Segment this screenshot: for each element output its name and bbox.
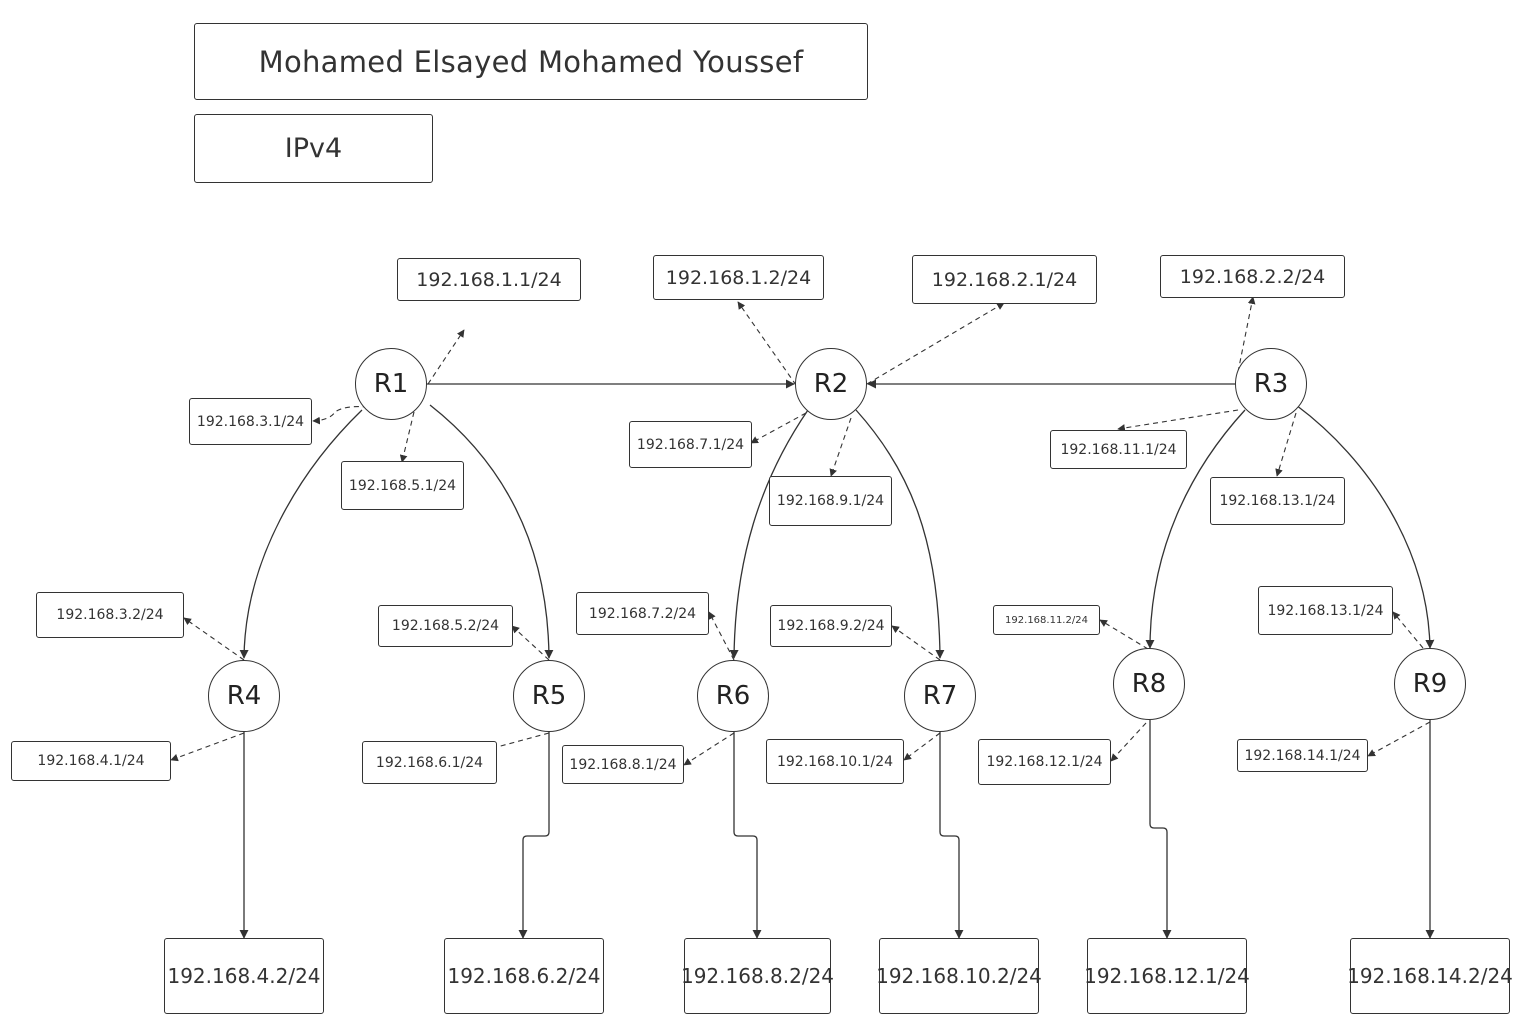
link-r6-lan	[733, 732, 762, 939]
lan-r9: 192.168.14.2/24	[1347, 938, 1513, 1014]
address-r3-to-r8: 192.168.11.1/24	[1050, 430, 1187, 469]
dash-r3-down	[1275, 412, 1297, 477]
link-r2-r7	[855, 409, 945, 659]
router-r7: R7	[904, 660, 976, 732]
address-r3-to-r9: 192.168.13.1/24	[1210, 477, 1345, 525]
dash-r1-top	[427, 329, 465, 385]
router-r8: R8	[1113, 648, 1185, 720]
dash-r7-up	[891, 625, 941, 661]
dash-r8-down	[1110, 722, 1147, 762]
address-r4-up: 192.168.3.2/24	[36, 592, 184, 638]
author-title: Mohamed Elsayed Mohamed Youssef	[194, 23, 868, 100]
router-r5: R5	[513, 660, 585, 732]
lan-r5: 192.168.6.2/24	[444, 938, 604, 1014]
address-r2-to-r6: 192.168.7.1/24	[629, 421, 752, 468]
lan-r6: 192.168.8.2/24	[681, 938, 834, 1014]
lan-r8: 192.168.12.1/24	[1084, 938, 1250, 1014]
router-r1: R1	[355, 348, 427, 420]
dash-r5-down	[496, 732, 550, 748]
dash-r8-up	[1099, 619, 1149, 650]
router-r6: R6	[697, 660, 769, 732]
address-r6-up: 192.168.7.2/24	[576, 592, 709, 635]
dash-r1-down	[399, 411, 415, 463]
dash-r2-down	[829, 417, 852, 477]
lan-r7: 192.168.10.2/24	[876, 938, 1042, 1014]
router-r9: R9	[1394, 648, 1466, 720]
router-r2: R2	[795, 348, 867, 420]
address-r2-to-r7: 192.168.9.1/24	[769, 476, 892, 526]
dash-r4-down	[170, 732, 245, 762]
address-r5-up: 192.168.5.2/24	[378, 605, 513, 647]
address-r8-down: 192.168.12.1/24	[978, 739, 1111, 785]
address-r9-down: 192.168.14.1/24	[1237, 739, 1368, 772]
address-r1-to-r4: 192.168.3.1/24	[189, 398, 312, 445]
dash-r3-left	[1117, 409, 1239, 432]
dash-r5-up	[511, 625, 550, 661]
dash-r9-up	[1392, 611, 1424, 649]
dash-r4-up	[183, 617, 245, 661]
dash-r2-righttop	[866, 302, 1005, 385]
dash-r7-down	[903, 732, 941, 761]
dash-r6-up	[708, 611, 735, 661]
link-r3-r8	[1145, 409, 1246, 649]
link-r5-lan	[518, 732, 550, 939]
link-r3-r9	[1295, 404, 1435, 649]
address-r5-down: 192.168.6.1/24	[362, 741, 497, 784]
address-r4-down: 192.168.4.1/24	[11, 741, 171, 781]
address-r7-down: 192.168.10.1/24	[766, 739, 904, 784]
router-r4: R4	[208, 660, 280, 732]
address-r6-down: 192.168.8.1/24	[562, 745, 684, 784]
link-r2-r6	[729, 409, 809, 659]
address-r8-up: 192.168.11.2/24	[993, 605, 1100, 635]
link-r1-r4	[239, 409, 363, 659]
protocol-label: IPv4	[194, 114, 433, 183]
link-r8-lan	[1149, 720, 1172, 939]
dash-r9-down	[1367, 721, 1431, 757]
lan-r4: 192.168.4.2/24	[164, 938, 324, 1014]
dash-r2-left	[750, 412, 807, 444]
dash-r1-left	[312, 406, 369, 425]
address-r2-right-top: 192.168.2.1/24	[912, 255, 1097, 304]
address-r9-up: 192.168.13.1/24	[1258, 586, 1393, 635]
address-r1-top: 192.168.1.1/24	[397, 258, 581, 301]
address-r2-left-top: 192.168.1.2/24	[653, 255, 824, 300]
address-r7-up: 192.168.9.2/24	[770, 605, 892, 647]
dash-r6-down	[683, 732, 735, 766]
address-r3-top: 192.168.2.2/24	[1160, 255, 1345, 298]
link-r1-r5	[429, 404, 554, 659]
router-r3: R3	[1235, 348, 1307, 420]
dash-r3-top	[1237, 296, 1256, 373]
dash-r2-lefttop	[737, 301, 797, 386]
link-r7-lan	[939, 732, 964, 939]
address-r1-to-r5: 192.168.5.1/24	[341, 461, 464, 510]
